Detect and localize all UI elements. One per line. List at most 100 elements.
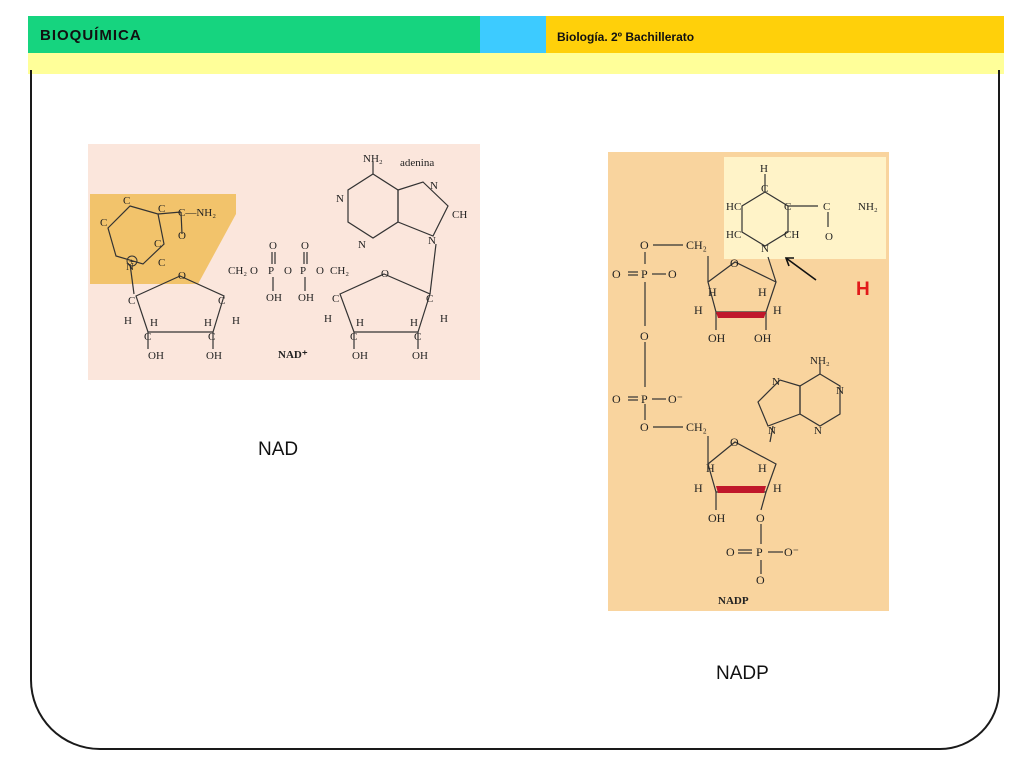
ribose1-c3: C xyxy=(208,331,215,343)
nadp-o-minus1: O⁻ xyxy=(668,392,683,406)
nadp-o-d: O xyxy=(640,329,649,343)
nadp-adenine-n7: N xyxy=(772,376,780,388)
ribose2-o: O xyxy=(381,268,389,280)
adenine-nh2: NH₂ xyxy=(363,153,383,165)
nad-caption: NAD xyxy=(258,439,299,460)
nadp-o-b: O xyxy=(612,267,621,281)
ribose2-oh1: OH xyxy=(352,350,368,362)
nadp-caption: NADP xyxy=(716,663,769,684)
nadp-p3: P xyxy=(756,545,763,559)
header-title: BIOQUÍMICA xyxy=(40,27,142,44)
nadp-ch2-top: CH₂ xyxy=(686,238,707,252)
nadp-adenine-nh2: NH₂ xyxy=(810,355,830,367)
nadp-ribose-1 xyxy=(707,256,777,330)
phosphate-p1: P xyxy=(268,265,274,277)
ribose1-h1: H xyxy=(124,315,132,327)
nadp-amide-o: O xyxy=(825,231,833,243)
bridge-o2: O xyxy=(284,265,292,277)
nadp-ribose-2 xyxy=(707,436,783,574)
ribose1-c4: C xyxy=(218,295,225,307)
header-band-green xyxy=(28,16,480,53)
adenine-ch: CH xyxy=(452,209,467,221)
nadp-r2-oh: OH xyxy=(708,511,726,525)
p2-oh: OH xyxy=(298,292,314,304)
nadp-r1-oh2: OH xyxy=(754,331,772,345)
nadp-adenine-n3: N xyxy=(814,425,822,437)
nadp-r2-h4: H xyxy=(758,461,767,475)
ribose2-c2: C xyxy=(414,331,421,343)
nad-formula-label: NAD⁺ xyxy=(278,349,308,361)
nadp-hc1: HC xyxy=(726,201,741,213)
ribose2-oh2: OH xyxy=(412,350,428,362)
nadp-nicotinamide-ring xyxy=(741,174,829,247)
ribose1-o: O xyxy=(178,270,186,282)
nadp-c-amide: C xyxy=(823,201,830,213)
positive-charge-icon xyxy=(126,255,138,267)
hydrogen-label: H xyxy=(856,279,870,300)
nadp-o-g: O xyxy=(726,545,735,559)
nadp-hc2: HC xyxy=(726,229,741,241)
nadp-o-h: O xyxy=(756,573,765,587)
ribose2-h3: H xyxy=(356,317,364,329)
nadp-h-top: H xyxy=(760,163,768,175)
nadp-formula-label: NADP xyxy=(718,595,749,607)
nadp-o-e: O xyxy=(612,392,621,406)
nadp-structure: H C HC C C NH₂ O HC CH N O CH₂ O P O O O… xyxy=(608,152,889,611)
nadp-ch2-bottom: CH₂ xyxy=(686,420,707,434)
nad-structure: C C C C—NH₂ O C C N + O C C H H H H C C … xyxy=(88,144,480,380)
ribose1-c2: C xyxy=(144,331,151,343)
adenine-ring xyxy=(347,162,449,239)
ribose2-c3: C xyxy=(350,331,357,343)
ribose2-h1: H xyxy=(324,313,332,325)
nadp-p2: P xyxy=(641,392,648,406)
atom-c3: C xyxy=(158,203,165,215)
phosphate-bonds xyxy=(271,252,308,291)
nicotinamide-highlight-nadp xyxy=(724,157,886,259)
adenine-n1: N xyxy=(336,193,344,205)
ribose2-h2: H xyxy=(440,313,448,325)
ribose1-oh1: OH xyxy=(148,350,164,362)
nadp-ch: CH xyxy=(784,229,799,241)
bridge-o1: O xyxy=(250,265,258,277)
ribose2-h4: H xyxy=(410,317,418,329)
ribose1-h4: H xyxy=(204,317,212,329)
nadp-r1-o: O xyxy=(730,256,739,270)
nadp-r2-h2: H xyxy=(773,481,782,495)
nadp-c-side: C xyxy=(784,201,791,213)
amide-o: O xyxy=(178,230,186,242)
nadp-o-c: O xyxy=(668,267,677,281)
nadp-r2-h3: H xyxy=(706,461,715,475)
adenine-n9: N xyxy=(428,235,436,247)
nadp-nh2-amide: NH₂ xyxy=(858,201,878,213)
ribose2-c1: C xyxy=(426,293,433,305)
slide-frame xyxy=(30,70,1000,750)
nadp-o-f: O xyxy=(640,420,649,434)
p1-oh: OH xyxy=(266,292,282,304)
ribose-2 xyxy=(339,243,437,349)
nadp-adenine-n9: N xyxy=(768,425,776,437)
nadp-r2-o: O xyxy=(730,435,739,449)
header-band-cyan xyxy=(480,16,546,53)
adenine-n3: N xyxy=(358,239,366,251)
phosphate-p2: P xyxy=(300,265,306,277)
positive-charge-sign: + xyxy=(129,257,134,267)
ribose2-c4: C xyxy=(332,293,339,305)
nadp-r1-h1: H xyxy=(694,303,703,317)
atom-c5: C xyxy=(158,257,165,269)
nadp-r1-oh1: OH xyxy=(708,331,726,345)
atom-c2: C xyxy=(100,217,107,229)
adenine-title: adenina xyxy=(400,157,434,169)
nadp-adenine-ring xyxy=(757,364,841,443)
ch2-right: CH₂ xyxy=(330,265,349,277)
ribose1-h3: H xyxy=(150,317,158,329)
nadp-r1-h4: H xyxy=(758,285,767,299)
nadp-phosphate-chain xyxy=(628,244,683,428)
nadp-o-a: O xyxy=(640,238,649,252)
arrow-icon xyxy=(784,257,817,281)
nadp-c-top: C xyxy=(761,183,768,195)
header-subtitle: Biología. 2º Bachillerato xyxy=(557,30,695,44)
p1-double-o: O xyxy=(269,240,277,252)
ribose1-oh2: OH xyxy=(206,350,222,362)
nadp-adenine-n1: N xyxy=(836,385,844,397)
nadp-r1-h3: H xyxy=(708,285,717,299)
